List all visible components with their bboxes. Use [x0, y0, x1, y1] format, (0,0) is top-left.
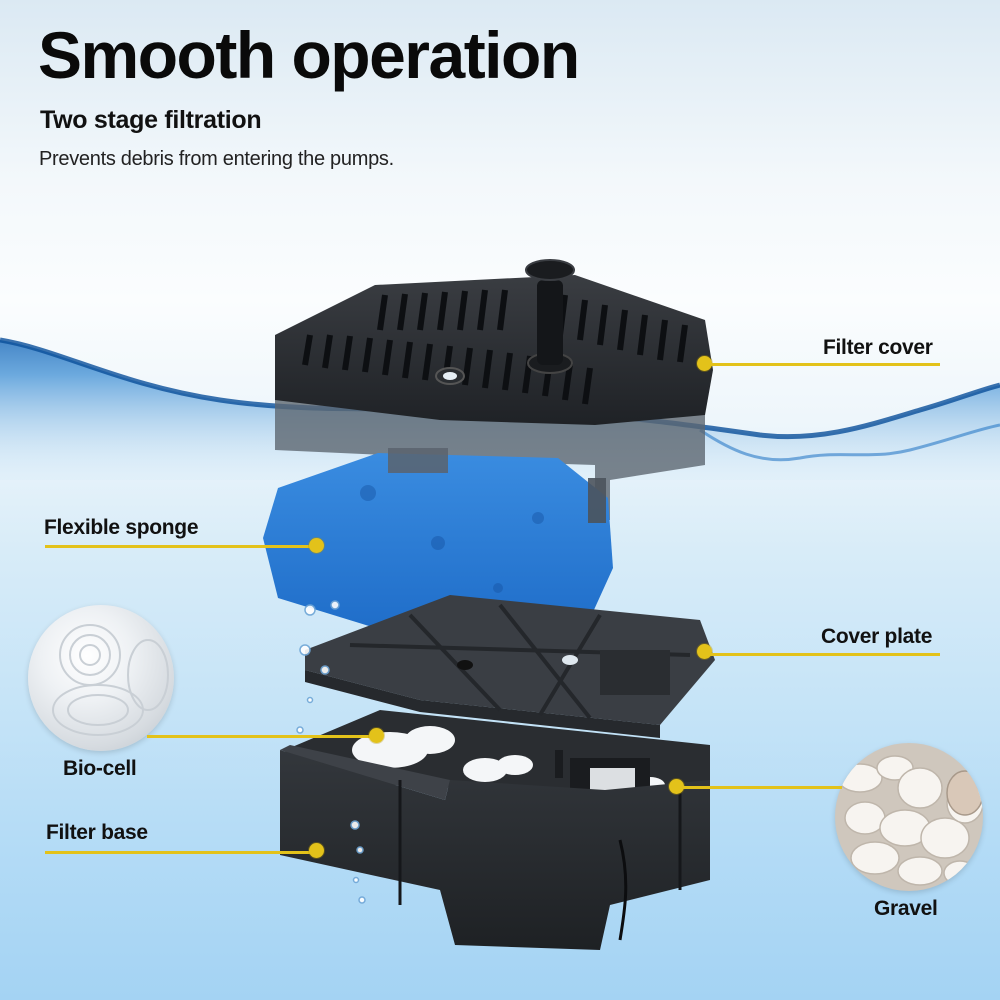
filter-base-label: Filter base [46, 821, 148, 844]
water-droplets [296, 600, 366, 904]
filter-base-marker [309, 843, 324, 858]
description: Prevents debris from entering the pumps. [39, 148, 394, 170]
subheadline: Two stage filtration [40, 106, 262, 134]
flexible-sponge-leader-line [45, 545, 317, 548]
bio-cell-label: Bio-cell [63, 757, 137, 780]
cover-plate-image [305, 595, 715, 738]
gravel-marker [669, 779, 684, 794]
cover-plate-label: Cover plate [821, 625, 933, 648]
gravel-stones-icon [837, 755, 983, 886]
bio-cell-photo [28, 605, 174, 751]
sponge-image [263, 448, 613, 638]
bio-cell-leader-line [147, 735, 377, 738]
filter-cover-marker [697, 356, 712, 371]
flexible-sponge-marker [309, 538, 324, 553]
headline: Smooth operation [38, 18, 580, 92]
flexible-sponge-label: Flexible sponge [44, 516, 199, 539]
filter-cover-leader-line [705, 363, 940, 366]
gravel-label: Gravel [874, 897, 938, 920]
gravel-photo [835, 743, 983, 891]
bio-cell-marker [369, 728, 384, 743]
gravel-leader-line [677, 786, 842, 789]
cover-plate-marker [697, 644, 712, 659]
filter-cover-label: Filter cover [823, 336, 933, 359]
bio-cell-media-icon [52, 624, 169, 736]
filter-base-leader-line [45, 851, 317, 854]
cover-plate-leader-line [705, 653, 940, 656]
